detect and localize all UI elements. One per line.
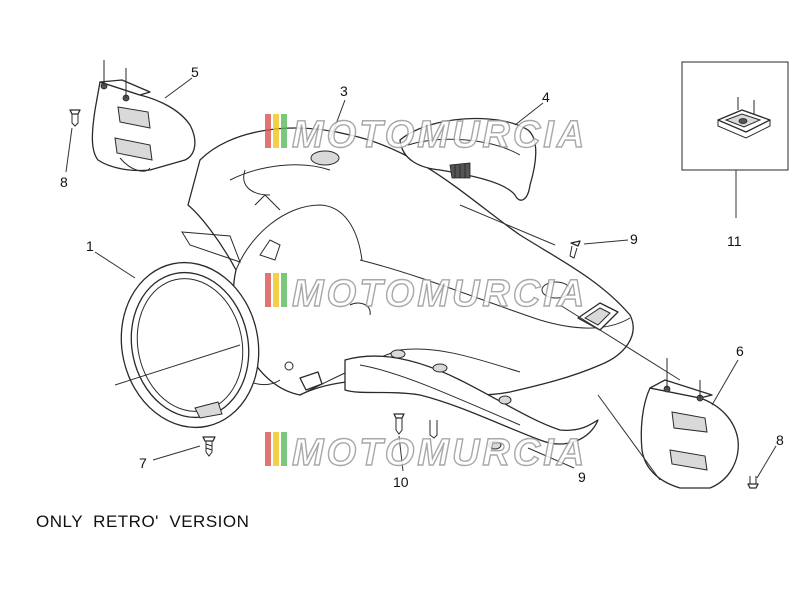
watermark-text-top: MOTOMURCIA (292, 114, 587, 156)
part-headset-ring (399, 117, 537, 201)
version-note: ONLY RETRO' VERSION (36, 512, 250, 531)
screw-7 (202, 436, 216, 457)
callout-4: 4 (542, 89, 550, 105)
callout-9-top: 9 (630, 231, 638, 247)
callouts: 1 3 4 5 6 7 8 8 9 9 10 11 (60, 64, 784, 490)
screw-9-top (569, 240, 581, 259)
part-right-bracket (640, 358, 739, 489)
callout-7: 7 (139, 455, 147, 471)
part-11-inset (681, 61, 789, 171)
watermark-bottom: MOTOMURCIA (265, 431, 587, 475)
screw-8-left (69, 109, 81, 127)
callout-8-right: 8 (776, 432, 784, 448)
callout-11: 11 (727, 233, 742, 249)
leader-lines (65, 77, 777, 481)
watermark-top: MOTOMURCIA (265, 113, 587, 157)
screw-8-right (747, 476, 759, 489)
watermark-text-middle: MOTOMURCIA (292, 273, 587, 315)
part-headlight-rim (120, 261, 260, 429)
watermark-middle: MOTOMURCIA (265, 272, 587, 316)
callout-1: 1 (86, 238, 94, 254)
part-left-bracket (91, 60, 196, 172)
callout-10: 10 (393, 474, 409, 490)
part-front-shield (181, 127, 634, 450)
watermark-text-bottom: MOTOMURCIA (292, 432, 587, 474)
callout-6: 6 (736, 343, 744, 359)
callout-9-bottom: 9 (578, 469, 586, 485)
callout-5: 5 (191, 64, 199, 80)
screw-10 (393, 413, 438, 439)
callout-8-left: 8 (60, 174, 68, 190)
callout-3: 3 (340, 83, 348, 99)
